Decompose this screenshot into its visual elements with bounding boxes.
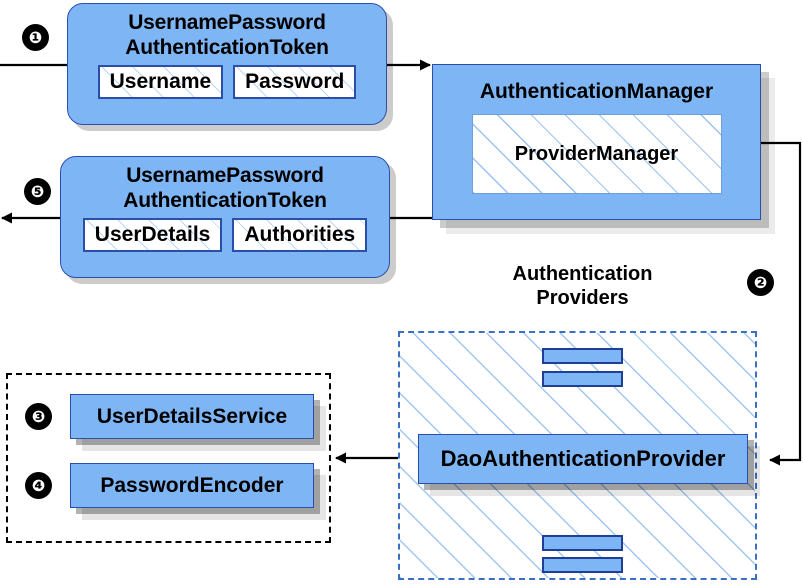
- request-token-title-line1: UsernamePassword: [128, 11, 326, 34]
- password-encoder-label: PasswordEncoder: [100, 473, 284, 497]
- authentication-providers-caption-line2: Providers: [536, 287, 629, 309]
- request-token-title-line2: AuthenticationToken: [125, 36, 329, 59]
- field-user-details[interactable]: UserDetails: [82, 218, 223, 252]
- collapsed-provider-bar-4[interactable]: [542, 557, 623, 573]
- authentication-providers-caption: Authentication Providers: [480, 262, 685, 310]
- request-token-fields: Username Password: [97, 65, 357, 99]
- authentication-manager-title: AuthenticationManager: [479, 80, 714, 103]
- collapsed-provider-bar-1[interactable]: [542, 348, 623, 364]
- wire-manager-to-providers: [761, 141, 802, 466]
- response-token-title: UsernamePassword AuthenticationToken: [123, 163, 327, 213]
- step-badge-2: ❷: [748, 270, 773, 295]
- user-details-service-box[interactable]: UserDetailsService: [70, 394, 314, 439]
- field-user-details-label: UserDetails: [94, 223, 211, 246]
- response-token-fields: UserDetails Authorities: [82, 218, 368, 252]
- password-encoder-box[interactable]: PasswordEncoder: [70, 463, 314, 508]
- field-username[interactable]: Username: [97, 65, 224, 99]
- field-password[interactable]: Password: [233, 65, 357, 99]
- field-password-label: Password: [245, 70, 345, 93]
- request-token-box[interactable]: UsernamePassword AuthenticationToken Use…: [67, 3, 387, 125]
- provider-manager-label: ProviderManager: [514, 142, 679, 165]
- response-token-title-line1: UsernamePassword: [126, 164, 324, 187]
- collapsed-provider-bar-3[interactable]: [542, 535, 623, 551]
- dao-authentication-provider-label: DaoAuthenticationProvider: [440, 446, 726, 471]
- response-token-box[interactable]: UsernamePassword AuthenticationToken Use…: [60, 156, 390, 278]
- collapsed-provider-bar-2[interactable]: [542, 371, 623, 387]
- authentication-providers-caption-line1: Authentication: [512, 263, 653, 285]
- field-authorities-label: Authorities: [244, 223, 356, 246]
- provider-manager-box[interactable]: ProviderManager: [471, 114, 722, 194]
- dao-authentication-provider-box[interactable]: DaoAuthenticationProvider: [418, 434, 748, 484]
- response-token-title-line2: AuthenticationToken: [123, 189, 327, 212]
- step-badge-4: ❹: [26, 473, 51, 498]
- field-authorities[interactable]: Authorities: [232, 218, 368, 252]
- authentication-manager-box[interactable]: AuthenticationManager ProviderManager: [432, 64, 761, 220]
- step-badge-1: ❶: [23, 25, 48, 50]
- user-details-service-label: UserDetailsService: [96, 404, 288, 428]
- beans-container[interactable]: [6, 373, 331, 543]
- step-badge-3: ❸: [26, 404, 51, 429]
- step-badge-5: ❺: [25, 179, 50, 204]
- field-username-label: Username: [109, 70, 212, 93]
- request-token-title: UsernamePassword AuthenticationToken: [125, 10, 329, 60]
